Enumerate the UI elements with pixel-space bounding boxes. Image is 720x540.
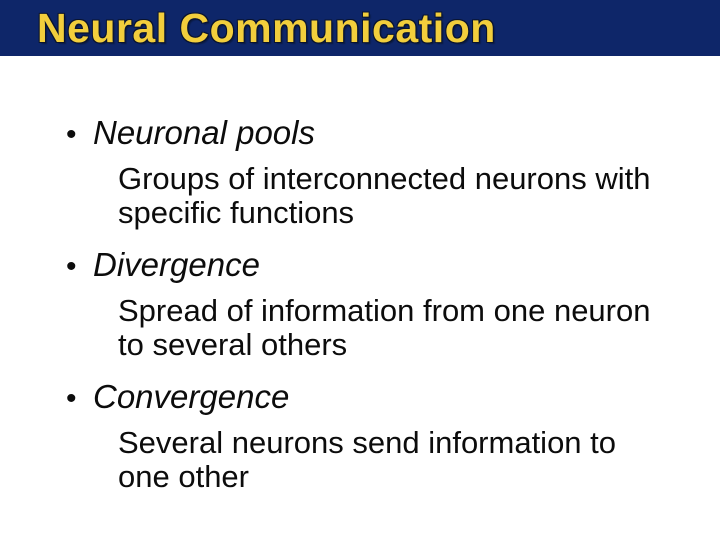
description-line: Spread of information from one neuron bbox=[118, 293, 651, 328]
bullet-icon: • bbox=[66, 382, 77, 415]
bullet-row: • Neuronal pools bbox=[0, 112, 720, 156]
bullet-icon: • bbox=[66, 118, 77, 151]
slide-title: Neural Communication bbox=[37, 4, 496, 51]
bullet-label: Convergence bbox=[93, 378, 290, 415]
bullet-description: Several neurons send information to one … bbox=[0, 426, 720, 494]
description-line: Several neurons send information to bbox=[118, 425, 617, 460]
bullet-item-divergence: • Divergence Spread of information from … bbox=[0, 244, 720, 362]
description-line: specific functions bbox=[118, 195, 355, 230]
description-line: Groups of interconnected neurons with bbox=[118, 161, 651, 196]
slide-header: Neural Communication bbox=[0, 0, 720, 56]
bullet-description: Groups of interconnected neurons with sp… bbox=[0, 162, 720, 230]
bullet-item-neuronal-pools: • Neuronal pools Groups of interconnecte… bbox=[0, 112, 720, 230]
bullet-row: • Divergence bbox=[0, 244, 720, 288]
slide-body: • Neuronal pools Groups of interconnecte… bbox=[0, 56, 720, 494]
bullet-description: Spread of information from one neuron to… bbox=[0, 294, 720, 362]
bullet-icon: • bbox=[66, 250, 77, 283]
bullet-row: • Convergence bbox=[0, 376, 720, 420]
bullet-item-convergence: • Convergence Several neurons send infor… bbox=[0, 376, 720, 494]
bullet-label: Neuronal pools bbox=[93, 114, 315, 151]
description-line: to several others bbox=[118, 327, 348, 362]
description-line: one other bbox=[118, 459, 249, 494]
bullet-label: Divergence bbox=[93, 246, 260, 283]
